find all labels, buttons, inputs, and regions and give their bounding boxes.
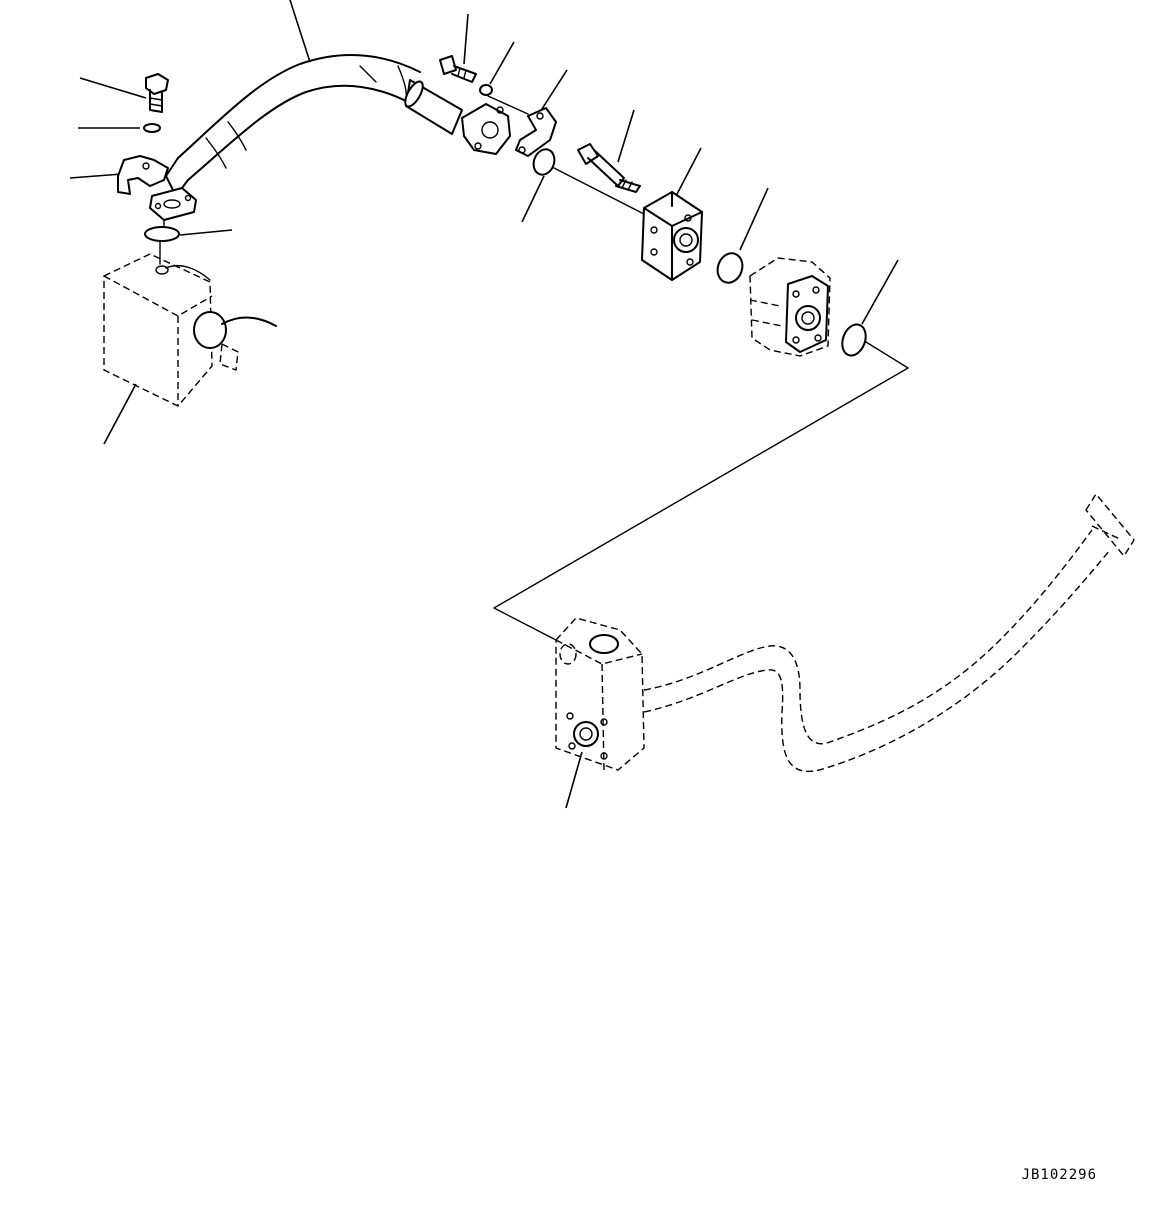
drawing-reference-code: JB102296: [1021, 1167, 1097, 1183]
hose-end-flange: [461, 103, 511, 155]
flange-block: [641, 191, 703, 281]
leader-valve: [103, 383, 137, 445]
o-ring-1: [532, 148, 556, 176]
bolt-top: [439, 55, 477, 83]
leader-pipe-block: [565, 751, 583, 809]
o-ring-left: [144, 226, 180, 242]
valve-body: [103, 253, 277, 407]
o-ring-2: [716, 252, 744, 284]
leader-bolt-left: [79, 77, 147, 99]
leader-flange-block: [675, 147, 702, 197]
leader-oring-3: [861, 259, 899, 325]
leader-bolt-top: [463, 13, 469, 65]
leader-clamp-right: [539, 69, 568, 113]
clamp-half-left: [117, 155, 169, 195]
washer-top: [479, 84, 493, 96]
hose-end-flange-left: [149, 187, 197, 221]
clamp-half-right: [515, 107, 557, 157]
hose: [165, 53, 463, 197]
leader-hose: [289, 0, 311, 63]
leader-oring-1: [521, 175, 545, 223]
bolt-left: [145, 73, 169, 113]
assembly-lines: [159, 95, 909, 641]
leader-lines: [69, 0, 899, 809]
long-bolt: [577, 143, 641, 193]
leader-washer-top: [489, 41, 515, 85]
pipe-assembly: [555, 493, 1135, 773]
o-ring-3: [841, 323, 867, 357]
leader-oring-left: [179, 229, 233, 236]
pump-body: [749, 257, 831, 357]
leader-clamp-left: [69, 173, 123, 179]
leader-long-bolt: [617, 109, 635, 163]
washer-left: [143, 123, 161, 133]
leader-oring-2: [739, 187, 769, 251]
